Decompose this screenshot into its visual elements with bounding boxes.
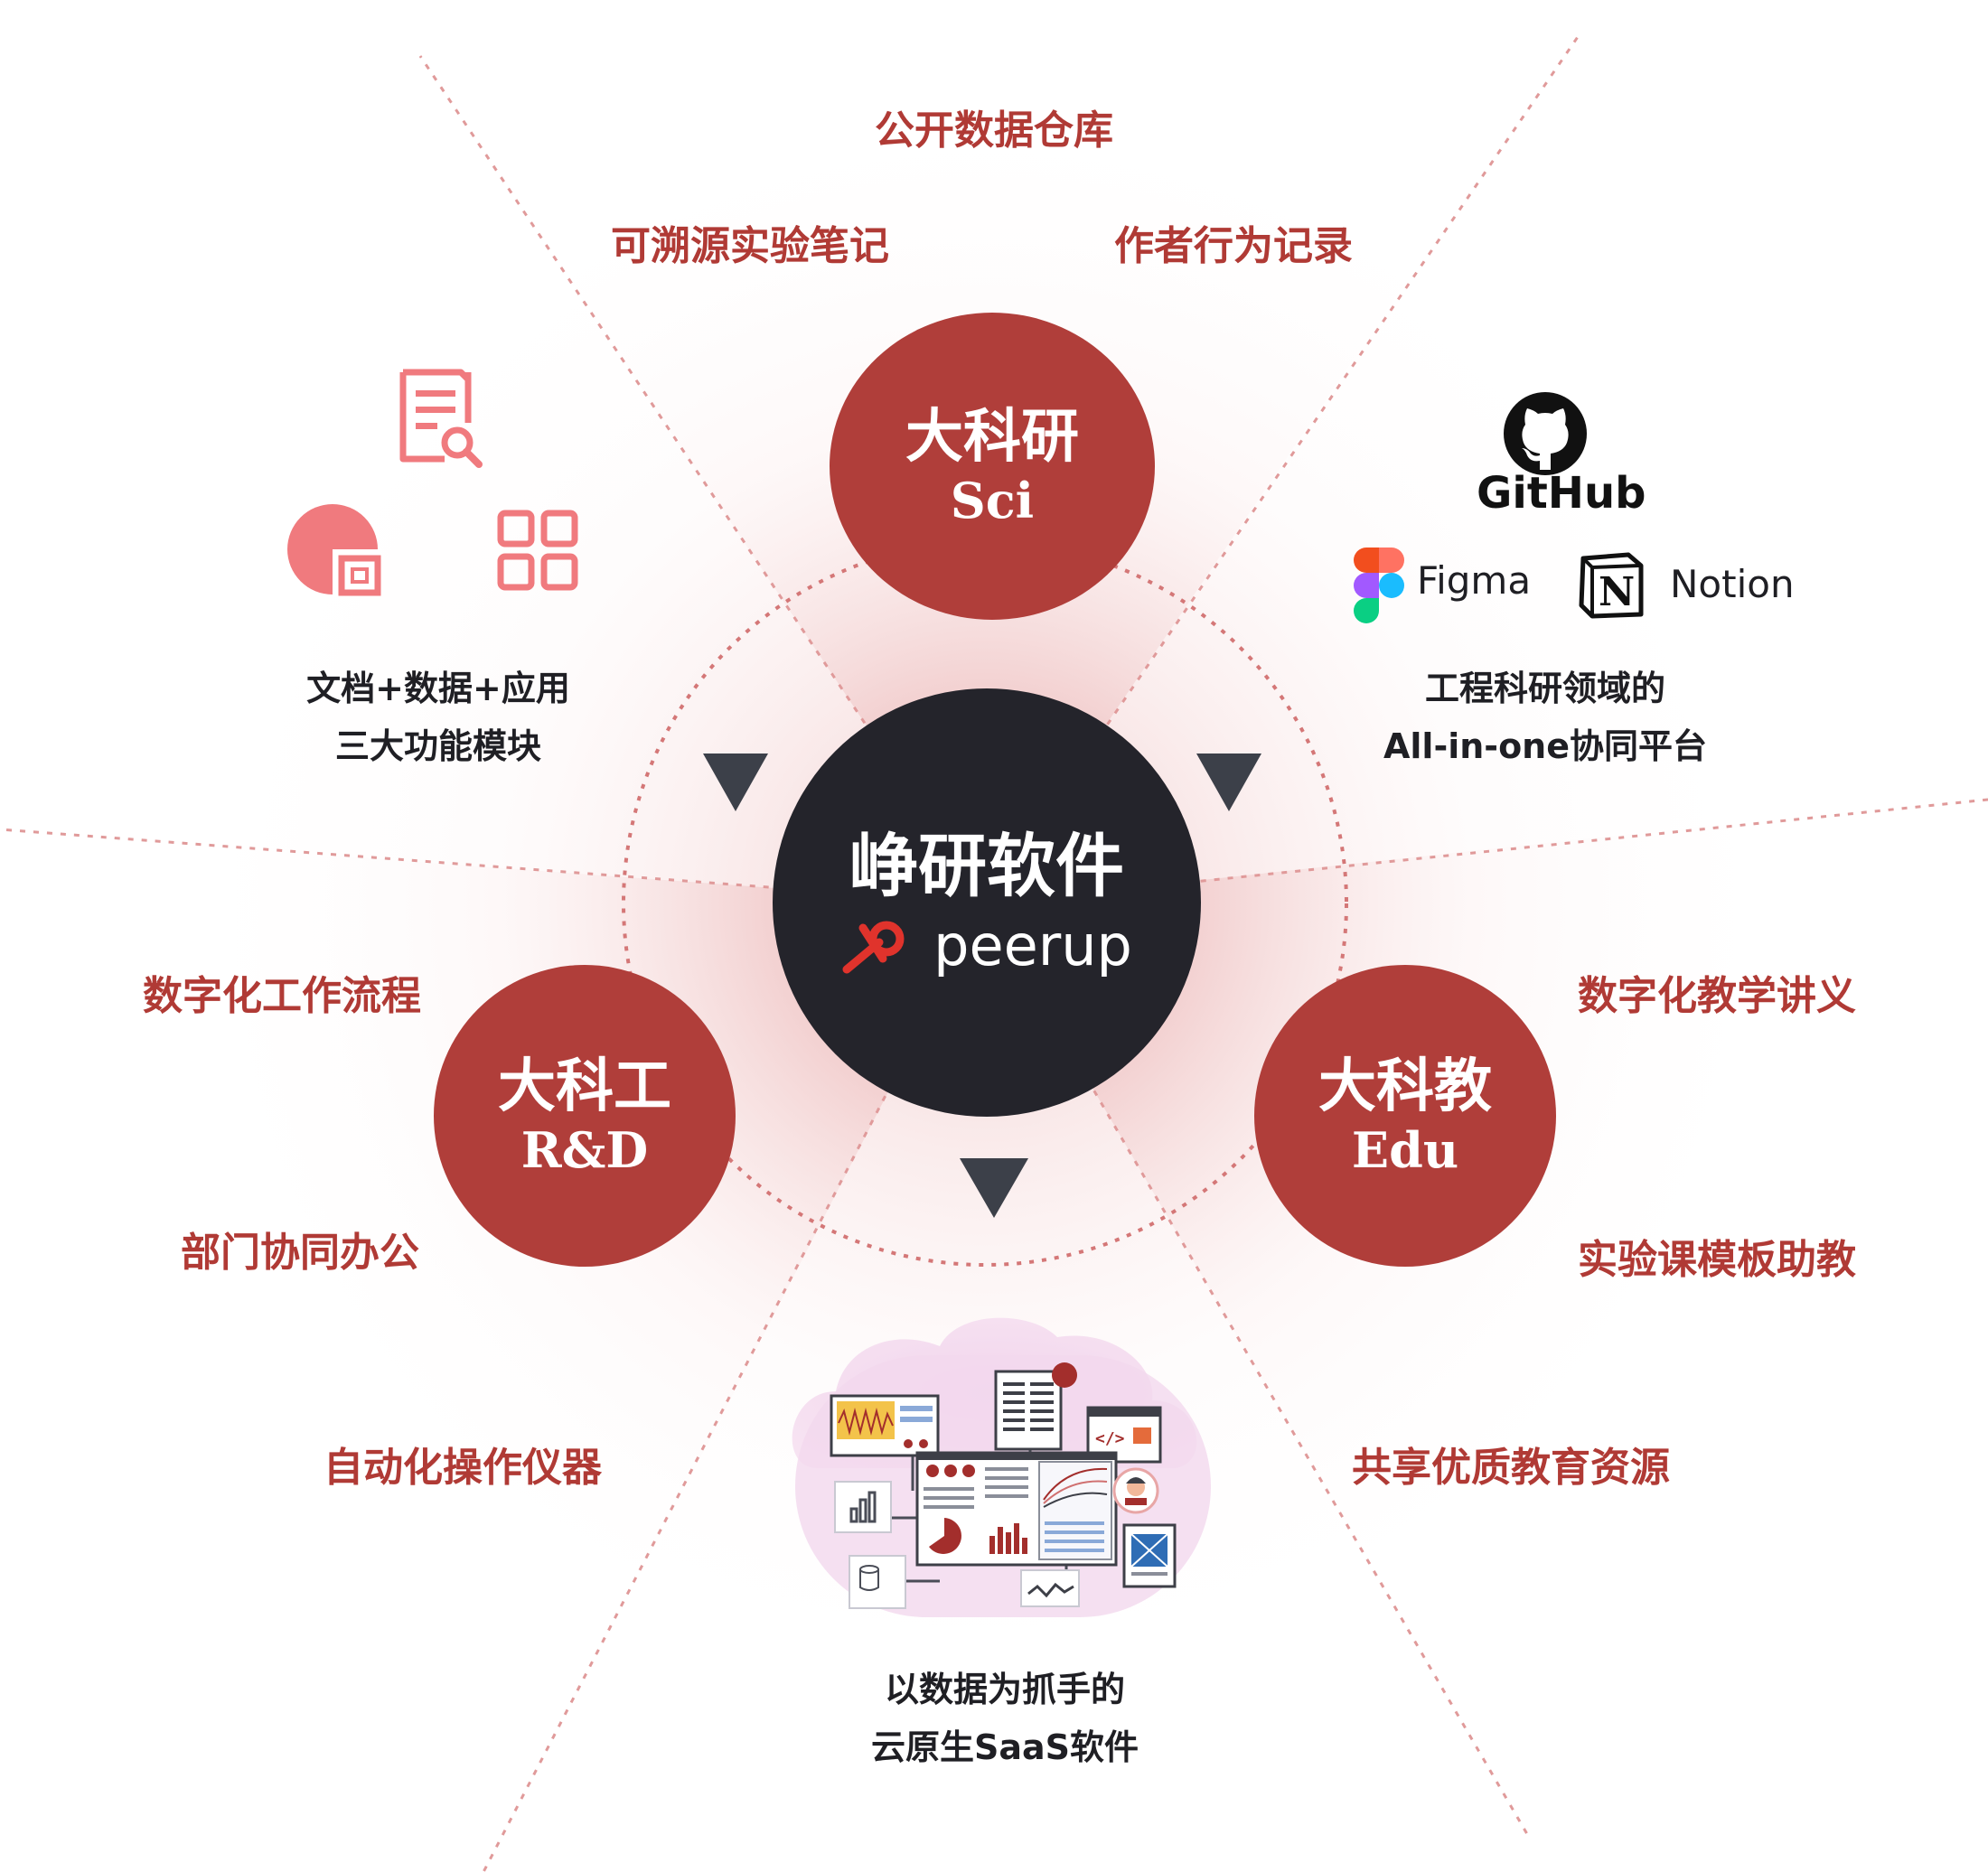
feature-lab-template: 实验课模板助教 <box>1578 1237 1856 1283</box>
feature-dept-collab: 部门协同办公 <box>181 1230 419 1276</box>
center-node[interactable]: 峥研软件 peerup <box>773 688 1201 1117</box>
github-icon <box>1504 392 1587 475</box>
sector-upper-right-glow <box>985 36 1988 903</box>
desc-platform: 工程科研领域的 All-in-one协同平台 <box>1364 660 1726 775</box>
feature-notebook: 可溯源实验笔记 <box>611 223 889 269</box>
node-rd-cn-label: 大科工 <box>498 1053 671 1120</box>
pie-chart-icon <box>287 504 381 596</box>
feature-author-log: 作者行为记录 <box>1114 223 1353 269</box>
tool-github-label: GitHub <box>1477 468 1646 519</box>
sector-left-glow <box>0 831 985 1872</box>
node-edu-cn-label: 大科教 <box>1318 1053 1492 1120</box>
desc-platform-line-1: 工程科研领域的 <box>1424 669 1665 708</box>
desc-modules-line-1: 文档+数据+应用 <box>306 669 570 708</box>
arrow-down-bottom-icon <box>960 1158 1028 1218</box>
tool-notion-label: Notion <box>1670 562 1795 606</box>
peerup-logo-icon <box>842 921 905 974</box>
notion-icon: N <box>1579 552 1644 619</box>
saas-dashboard-illustration-icon: </> <box>792 1317 1211 1617</box>
arrow-down-right-icon <box>1196 753 1261 811</box>
node-edu[interactable]: 大科教 Edu <box>1254 965 1556 1267</box>
node-sci-cn-label: 大科研 <box>905 403 1079 471</box>
desc-modules: 文档+数据+应用 三大功能模块 <box>258 660 619 775</box>
sector-right-glow <box>985 795 1988 1872</box>
svg-text:</>: </> <box>1095 1429 1125 1448</box>
desc-saas-line-2: 云原生SaaS软件 <box>870 1727 1139 1767</box>
desc-saas: 以数据为抓手的 云原生SaaS软件 <box>824 1661 1186 1776</box>
node-rd[interactable]: 大科工 R&D <box>434 965 736 1267</box>
brand-name: peerup <box>933 913 1132 978</box>
feature-auto-instrument: 自动化操作仪器 <box>324 1445 602 1491</box>
feature-digital-lecture: 数字化教学讲义 <box>1578 973 1856 1019</box>
desc-platform-line-2: All-in-one协同平台 <box>1383 726 1707 766</box>
sector-upper-left-glow <box>0 63 985 903</box>
svg-text:N: N <box>1599 569 1635 615</box>
node-rd-en-label: R&D <box>520 1121 649 1179</box>
feature-shared-resources: 共享优质教育资源 <box>1352 1445 1670 1491</box>
arrow-down-left-icon <box>703 753 768 811</box>
desc-saas-line-1: 以数据为抓手的 <box>884 1670 1125 1709</box>
feature-digital-workflow: 数字化工作流程 <box>143 973 421 1019</box>
app-grid-icon <box>497 510 578 591</box>
center-brand: peerup <box>841 910 1132 982</box>
dotted-ring <box>622 540 1348 1267</box>
node-edu-en-label: Edu <box>1351 1121 1459 1179</box>
desc-modules-line-2: 三大功能模块 <box>334 726 541 766</box>
node-sci-en-label: Sci <box>950 472 1035 529</box>
tool-figma-label: Figma <box>1417 558 1532 603</box>
document-search-icon <box>399 369 483 468</box>
center-title: 峥研软件 <box>849 826 1124 906</box>
feature-public-data: 公开数据仓库 <box>875 108 1113 154</box>
figma-icon <box>1354 548 1404 623</box>
node-sci[interactable]: 大科研 Sci <box>830 313 1155 620</box>
